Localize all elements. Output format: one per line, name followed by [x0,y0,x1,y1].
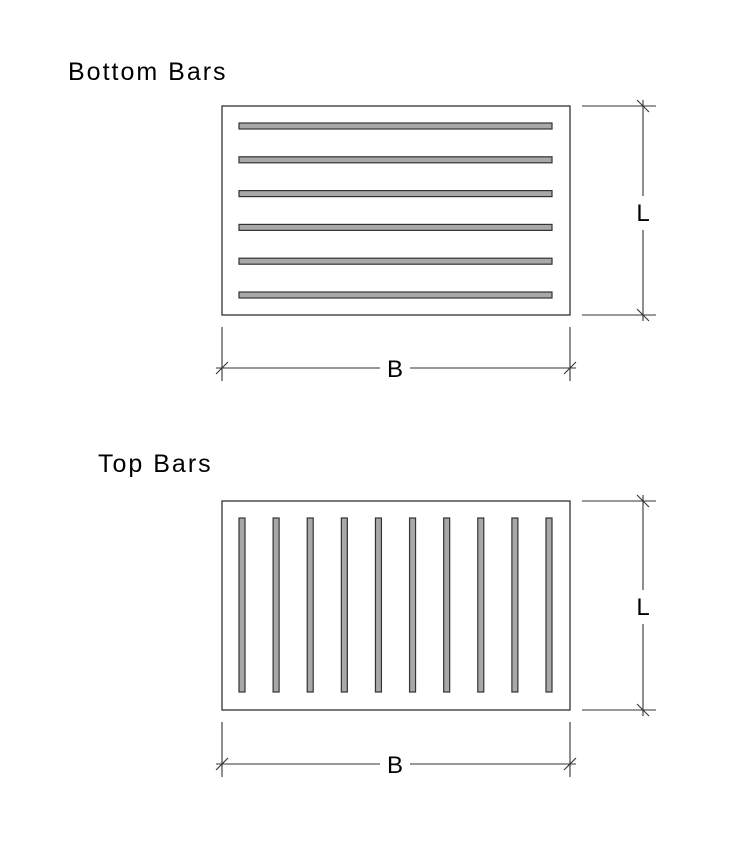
top-bar [477,517,485,693]
top-bar [238,517,246,693]
bottom-bar [238,190,553,198]
top-bar [374,517,383,693]
top-bar [511,517,519,693]
bottom-length-dimension: L [582,99,656,322]
top-width-label: B [387,752,403,779]
top-bar [340,517,348,693]
top-length-label: L [636,594,649,621]
top-bars-title: Top Bars [98,450,213,478]
bottom-bars-panel: Bottom Bars L B [68,58,656,383]
top-bar [408,517,417,693]
bottom-footing-outline [221,105,571,316]
top-length-dimension: L [582,494,656,717]
bottom-length-label: L [636,200,649,227]
top-bar [272,517,280,693]
bottom-bars-title: Bottom Bars [68,58,228,86]
top-bar-group [238,517,553,693]
bottom-width-label: B [387,356,403,383]
top-bar [443,517,451,693]
top-bars-panel: Top Bars L B [98,450,656,779]
top-bar [545,517,553,693]
bottom-bar-group [238,122,553,299]
bottom-width-dimension: B [215,327,577,383]
bottom-bar [238,223,553,231]
bottom-bar [238,291,553,299]
bottom-bar [238,156,553,164]
top-width-dimension: B [215,722,577,779]
top-bar [306,517,314,693]
bottom-bar [238,122,553,130]
bottom-bar [238,257,553,265]
